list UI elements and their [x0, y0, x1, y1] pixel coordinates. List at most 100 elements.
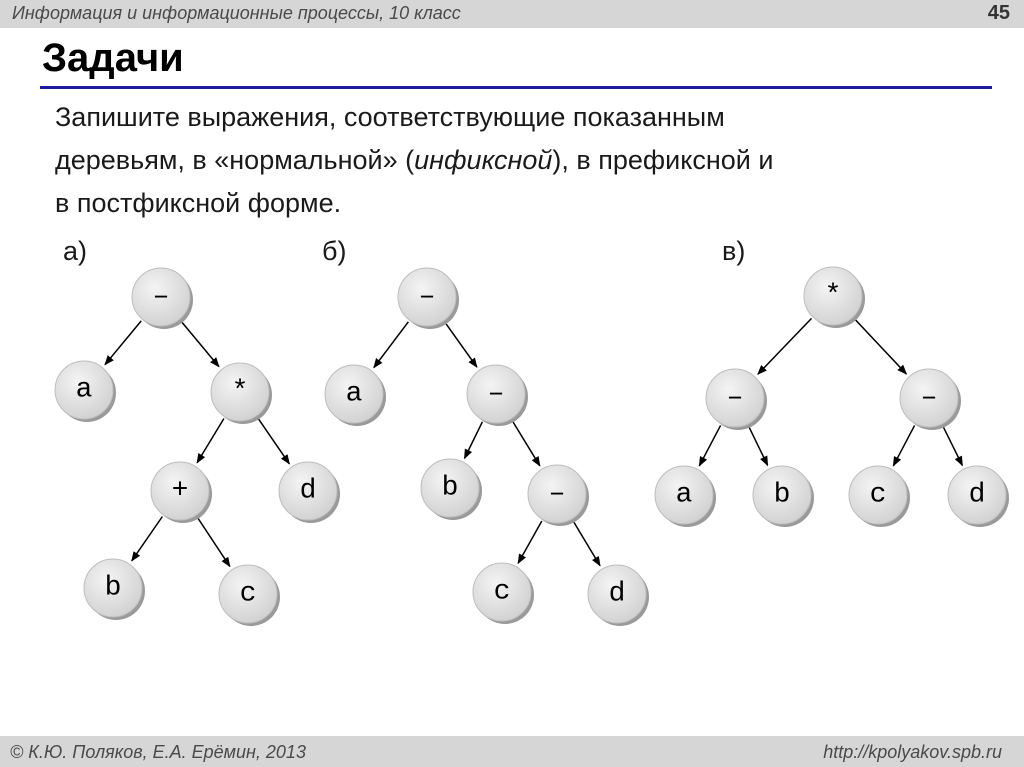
node-circle [83, 558, 143, 618]
tree-node-a4: + [150, 461, 212, 523]
footer-url: http://kpolyakov.spb.ru [823, 742, 1002, 762]
node-label: – [419, 282, 436, 313]
tree-edge-c2-c4 [698, 425, 722, 467]
node-circle [654, 465, 714, 525]
tree-node-c1: * [803, 266, 865, 328]
node-label: a [346, 379, 363, 410]
node-label: – [153, 282, 170, 313]
tree-node-c5: b [752, 465, 814, 527]
tree-node-c7: d [947, 465, 1009, 527]
node-circle [705, 368, 765, 428]
node-label: – [549, 479, 566, 510]
tree-edge-b5-b6 [517, 520, 543, 565]
node-circle [131, 267, 191, 327]
tree-edge-a1-a2 [104, 320, 142, 366]
tree-node-a3: * [210, 362, 272, 424]
tree-edge-a4-a6 [131, 516, 163, 562]
node-label: c [494, 577, 511, 608]
node-label: d [969, 480, 986, 511]
tree-edge-c1-c2 [757, 317, 813, 375]
tree-node-b6: c [472, 562, 534, 624]
node-label: – [727, 383, 744, 414]
title-divider [40, 86, 992, 89]
tree-node-a7: c [218, 564, 280, 626]
task-line-2-start: деревьям, в «нормальной» ( [55, 145, 415, 175]
node-circle [54, 360, 114, 420]
node-label: d [300, 476, 317, 507]
node-label: a [76, 375, 93, 406]
node-circle [466, 364, 526, 424]
slide-title: Задачи [42, 36, 184, 80]
tree-node-a1: – [131, 267, 193, 329]
node-circle [899, 368, 959, 428]
node-label: – [921, 383, 938, 414]
tree-edge-b3-b4 [463, 421, 484, 460]
tree-node-b3: – [466, 364, 528, 426]
tree-node-b5: – [527, 464, 589, 526]
node-circle [210, 362, 270, 422]
tree-edge-c3-c6 [892, 425, 916, 467]
node-circle [752, 465, 812, 525]
task-line-3: в постфиксной форме. [55, 188, 342, 218]
tree-edge-a3-a5 [256, 417, 290, 465]
tree-c-label: в) [722, 236, 746, 266]
page-number: 45 [987, 2, 1010, 24]
footer-bar [0, 736, 1024, 767]
tree-node-b2: a [324, 364, 386, 426]
tree-edge-c3-c7 [942, 425, 964, 467]
tree-edge-a1-a3 [180, 320, 220, 368]
node-label: c [870, 480, 887, 511]
tree-node-a6: b [83, 558, 145, 620]
tree-node-a5: d [278, 461, 340, 523]
node-label: b [105, 573, 122, 604]
task-line-2-end: ), в префиксной и [552, 145, 774, 175]
tree-node-b1: – [397, 267, 459, 329]
node-label: a [676, 480, 693, 511]
tree-b-label: б) [322, 236, 347, 266]
tree-edge-c2-c5 [747, 425, 769, 467]
tree-node-c6: c [848, 465, 910, 527]
tree-a-label: а) [63, 236, 88, 266]
tree-node-c2: – [705, 368, 767, 430]
node-label: c [240, 579, 257, 610]
task-line-2: деревьям, в «нормальной» (инфиксной), в … [55, 139, 995, 182]
node-label: * [232, 377, 249, 408]
tree-node-b7: d [587, 564, 649, 626]
node-circle [397, 267, 457, 327]
node-circle [587, 564, 647, 624]
task-line-1: Запишите выражения, соответствующие пока… [55, 102, 725, 132]
node-circle [527, 464, 587, 524]
tree-edge-b3-b5 [511, 420, 541, 467]
node-circle [472, 562, 532, 622]
tree-edge-c1-c3 [853, 318, 908, 375]
course-title: Информация и информационные процессы, 10… [12, 3, 461, 23]
tree-edge-b1-b3 [444, 321, 478, 368]
node-circle [150, 461, 210, 521]
tree-node-a2: a [54, 360, 116, 422]
node-label: b [774, 480, 791, 511]
node-label: * [825, 281, 842, 312]
task-line-2-italic: инфиксной [414, 145, 553, 175]
node-label: d [609, 579, 626, 610]
tree-node-b4: b [420, 458, 482, 520]
nodes-layer: – a * + d b c – a – b – c d * – – a b c d [54, 266, 1009, 626]
node-circle [947, 465, 1007, 525]
task-text: Запишите выражения, соответствующие пока… [55, 96, 995, 225]
tree-edge-a4-a7 [196, 516, 231, 568]
footer-authors: © К.Ю. Поляков, Е.А. Ерёмин, 2013 [10, 742, 306, 762]
node-circle [848, 465, 908, 525]
node-circle [278, 461, 338, 521]
node-circle [803, 266, 863, 326]
tree-edge-a3-a4 [196, 418, 225, 464]
node-circle [324, 364, 384, 424]
node-label: b [442, 473, 459, 504]
tree-edge-b1-b2 [373, 321, 409, 369]
tree-node-c4: a [654, 465, 716, 527]
edges-layer [104, 317, 964, 568]
tree-edge-b5-b7 [572, 520, 601, 567]
node-label: + [172, 476, 189, 507]
tree-node-c3: – [899, 368, 961, 430]
node-circle [218, 564, 278, 624]
header-bar [0, 0, 1024, 28]
